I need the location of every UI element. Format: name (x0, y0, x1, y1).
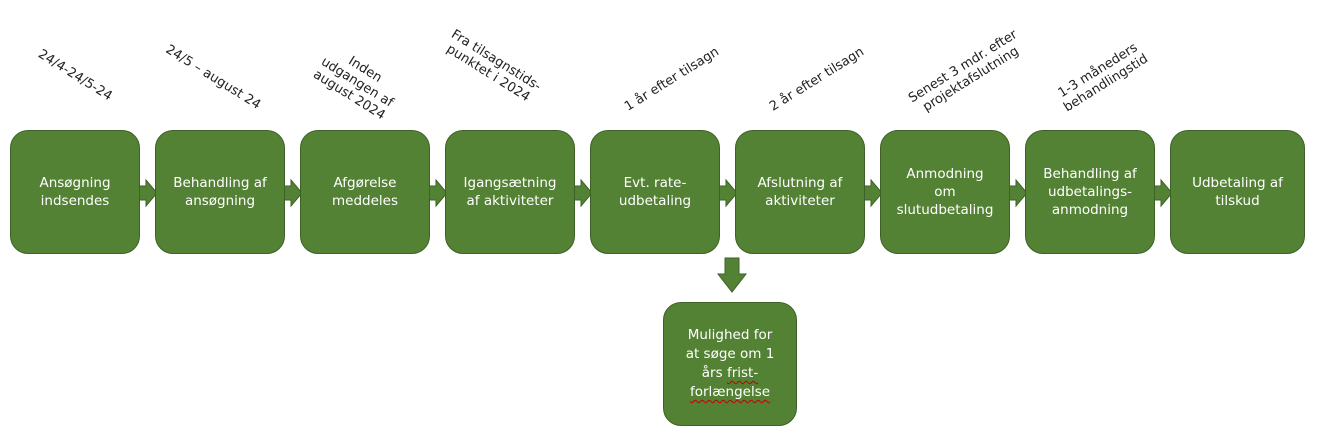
step-box-9: Udbetaling af tilskud (1170, 130, 1305, 254)
step-label-5: Evt. rate- udbetaling (618, 175, 692, 209)
branch-line-4: forlængelse (689, 384, 771, 400)
branch-line-3: års frist- (686, 364, 775, 383)
step-box-7: Anmodning om slutudbetaling (880, 130, 1010, 254)
step-label-1: Ansøgning indsendes (39, 175, 111, 209)
branch-line-1: Mulighed for (687, 327, 773, 343)
step-label-2: Behandling af ansøgning (173, 175, 267, 209)
step-label-4: Igangsætning af aktiviteter (463, 175, 557, 209)
step-box-4: Igangsætning af aktiviteter (445, 130, 575, 254)
step-box-3: Afgørelse meddeles (300, 130, 430, 254)
step-box-2: Behandling af ansøgning (155, 130, 285, 254)
step-label-3: Afgørelse meddeles (332, 175, 398, 209)
step-label-8: Behandling af udbetalings- anmodning (1043, 166, 1137, 218)
branch-line-3a: års (701, 365, 727, 381)
step-box-5: Evt. rate- udbetaling (590, 130, 720, 254)
branch-box: Mulighed for at søge om 1 års frist- for… (663, 302, 797, 426)
step-label-6: Afslutning af aktiviteter (757, 175, 843, 209)
step-box-8: Behandling af udbetalings- anmodning (1025, 130, 1155, 254)
branch-line-3b: frist- (726, 365, 759, 381)
branch-line-2: at søge om 1 (685, 346, 775, 362)
step-box-6: Afslutning af aktiviteter (735, 130, 865, 254)
step-label-9: Udbetaling af tilskud (1192, 175, 1283, 209)
step-box-1: Ansøgning indsendes (10, 130, 140, 254)
step-label-7: Anmodning om slutudbetaling (896, 166, 994, 218)
arrow-down (716, 257, 748, 293)
